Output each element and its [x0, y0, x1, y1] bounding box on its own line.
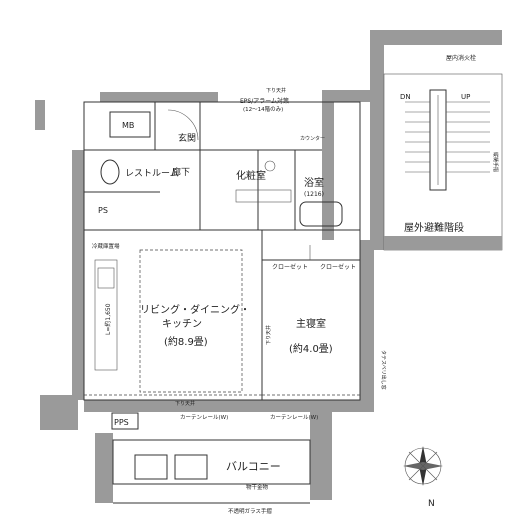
- room-living-2: キッチン: [162, 318, 202, 330]
- mb-box: [109, 111, 151, 138]
- room-shushin-size: (約4.0畳): [289, 342, 333, 355]
- label-shokaki: 屋内消火栓: [446, 54, 476, 62]
- stairs-dn: DN: [400, 93, 411, 101]
- label-eps: EPS/アラーム対策: [240, 97, 289, 105]
- label-curtain-2: カーテンレール(W): [270, 414, 318, 421]
- stair-treads: [405, 89, 490, 191]
- interior-lines: [83, 101, 361, 401]
- label-closet-1: クローゼット: [272, 263, 308, 271]
- room-restroom: レストルーム: [125, 168, 179, 179]
- label-closet-2: クローゼット: [320, 263, 356, 271]
- room-living-1: リビング・ダイニング・: [140, 303, 250, 316]
- balcony: バルコニー 物干金物 不透明ガラス手摺: [112, 439, 311, 515]
- compass-icon: N: [403, 446, 443, 509]
- room-ps: PS: [98, 206, 108, 215]
- label-tategu: 縦樋手摺: [492, 152, 499, 172]
- room-balcony: バルコニー: [226, 460, 281, 473]
- label-refrigerator: 冷蔵庫置場: [92, 242, 120, 250]
- label-sagari-bottom: 下り天井: [175, 400, 195, 407]
- room-yokushitsu: 浴室: [304, 176, 324, 189]
- genkan-door-swing: [167, 109, 199, 141]
- bathtub-icon: [299, 201, 343, 227]
- room-living-size: (約8.9畳): [164, 335, 208, 348]
- label-sagari-top: 下り天井: [266, 87, 286, 94]
- room-stairs: 屋外避難階段: [404, 221, 464, 234]
- unit-walls: [35, 90, 374, 503]
- sink-icon: [264, 160, 276, 172]
- label-buttai: 物干金物: [246, 483, 269, 491]
- stair-core: DN UP 屋外避難階段 屋内消火栓 縦樋手摺: [370, 30, 503, 251]
- stairs-up: UP: [461, 93, 470, 101]
- label-ceiling-height: L=約1,650: [104, 303, 112, 335]
- room-genkan: 玄関: [178, 132, 196, 144]
- label-tatami: タテスベリ出し窓: [380, 350, 387, 390]
- label-eps-floors: (12〜14階のみ): [243, 105, 283, 113]
- stove-icon: [97, 267, 115, 289]
- room-mb: MB: [122, 121, 134, 130]
- room-rouka: 廊下: [172, 166, 190, 178]
- room-shushin: 主寝室: [296, 317, 326, 330]
- room-yokushitsu-size: (1216): [304, 191, 324, 198]
- label-curtain-1: カーテンレール(W): [180, 414, 228, 421]
- label-counter: カウンター: [300, 135, 325, 142]
- compass-n: N: [428, 499, 435, 509]
- toilet-icon: [100, 159, 120, 185]
- kitchen-counter: [94, 259, 118, 371]
- label-glass: 不透明ガラス手摺: [228, 507, 272, 515]
- room-pps: PPS: [114, 418, 129, 427]
- room-kesho: 化粧室: [236, 169, 266, 182]
- label-sagari-bed: 下り天井: [265, 325, 272, 345]
- vanity-counter: [235, 189, 292, 203]
- pps-box: [111, 412, 139, 430]
